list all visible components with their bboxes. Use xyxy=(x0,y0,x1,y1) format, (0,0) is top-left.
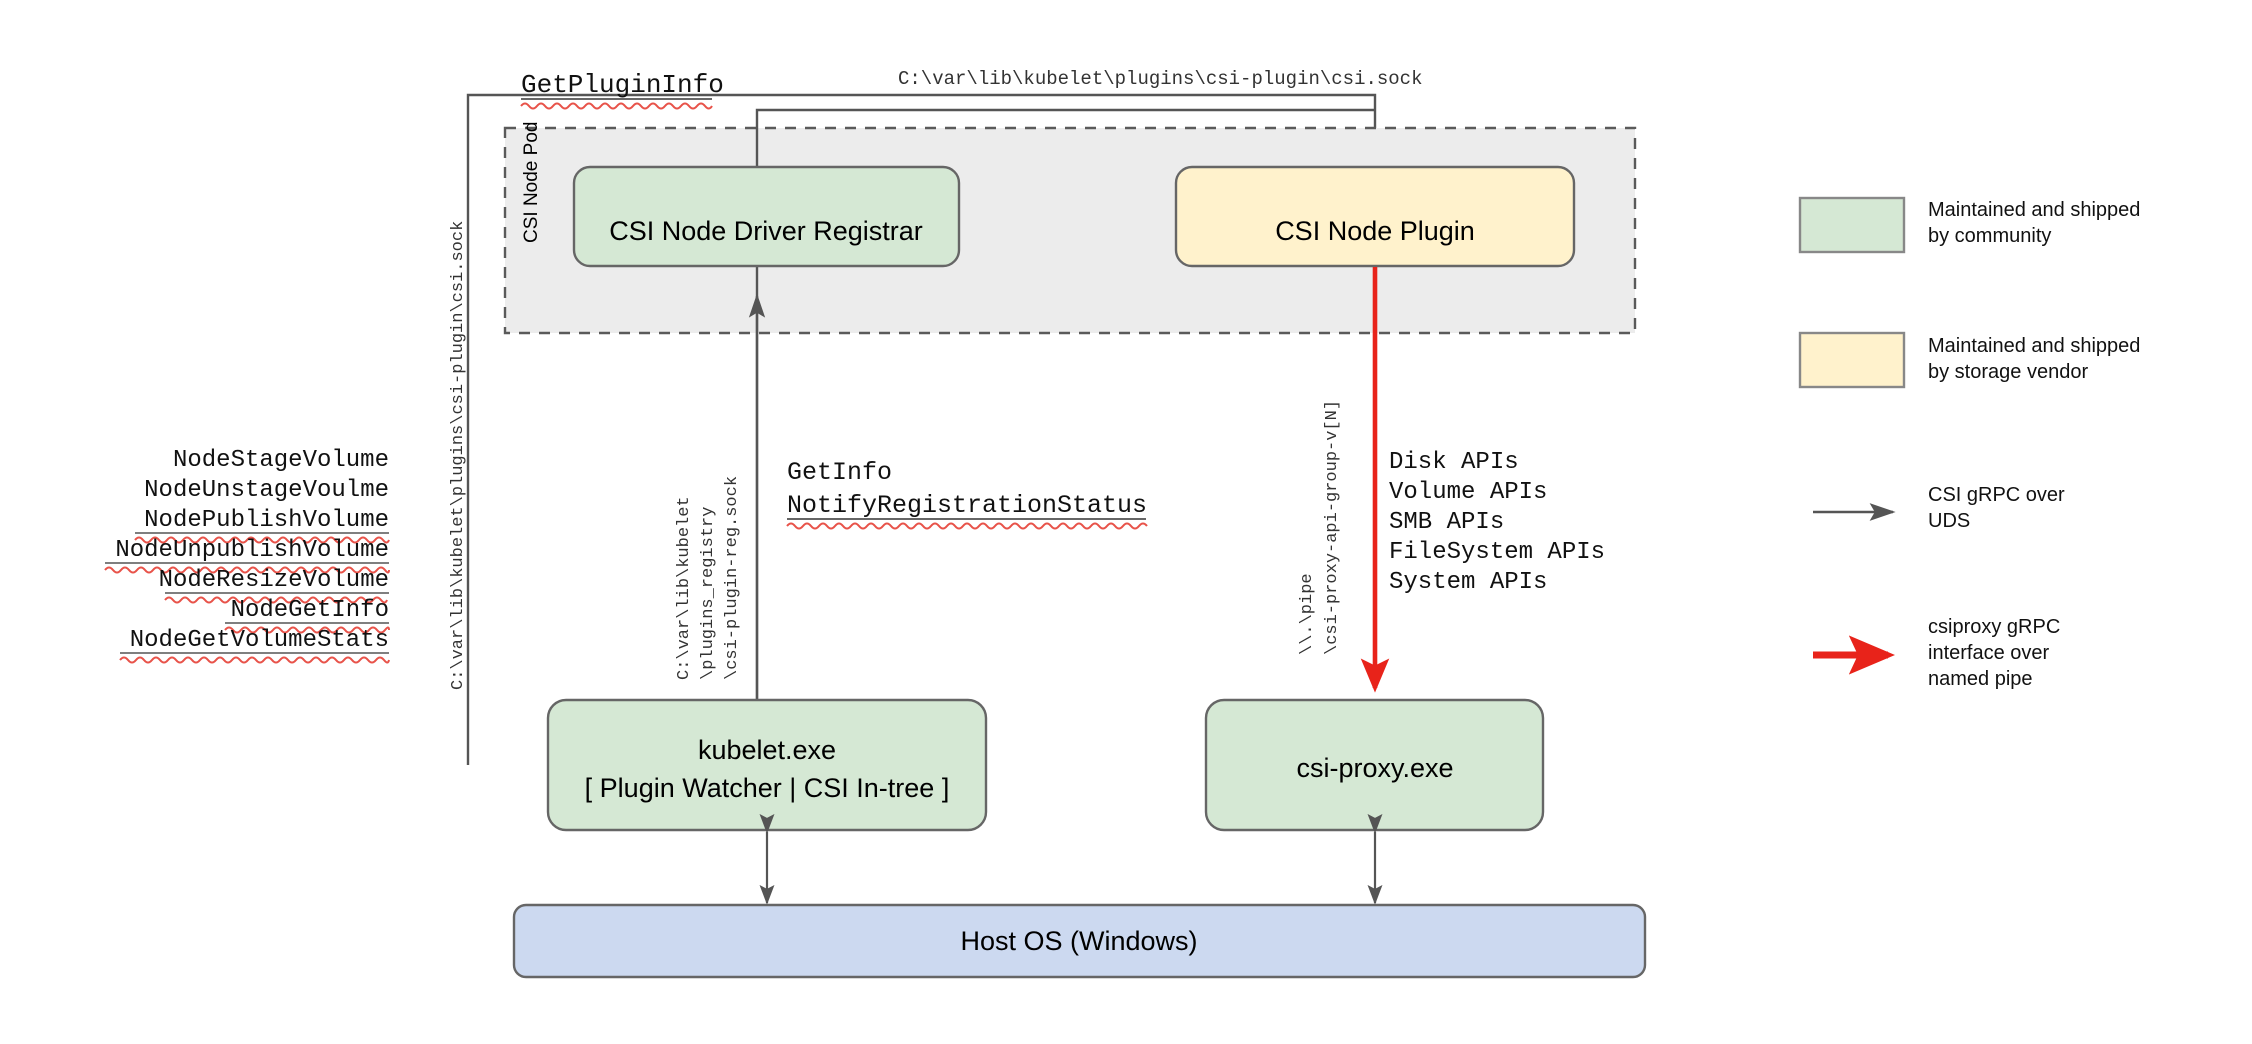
spellcheck-squiggle xyxy=(786,522,1148,530)
node-host-os[interactable]: Host OS (Windows) xyxy=(512,903,1647,979)
csi-proxy-label: csi-proxy.exe xyxy=(1296,753,1453,783)
legend-swatch-community xyxy=(1798,196,1906,254)
api-3: FileSystem APIs xyxy=(1389,539,1605,566)
legend-item-csi-grpc-uds: CSI gRPC over UDS xyxy=(1813,484,2065,532)
node-call-1: NodeUnstageVoulme xyxy=(144,477,389,504)
node-call-6: NodeGetVolumeStats xyxy=(130,627,389,654)
spellcheck-squiggle xyxy=(520,102,713,110)
label-getplugininfo: GetPluginInfo xyxy=(520,70,724,110)
legend-pipe-line-2: named pipe xyxy=(1928,668,2033,690)
legend-swatch-vendor xyxy=(1798,331,1906,389)
node-call-4: NodeResizeVolume xyxy=(159,567,389,594)
legend-vendor-line-1: by storage vendor xyxy=(1928,361,2088,383)
legend: Maintained and shipped by community Main… xyxy=(1798,196,2140,690)
legend-item-community: Maintained and shipped by community xyxy=(1798,196,2140,254)
node-call-2: NodePublishVolume xyxy=(144,507,389,534)
reg-sock-line-2: \csi-plugin-reg.sock xyxy=(723,476,742,680)
api-1: Volume APIs xyxy=(1389,479,1547,506)
csi-sock-path-top: C:\var\lib\kubelet\plugins\csi-plugin\cs… xyxy=(898,68,1423,90)
registrar-label: CSI Node Driver Registrar xyxy=(609,216,923,246)
node-plugin-box[interactable] xyxy=(1174,165,1576,268)
legend-item-csiproxy-namedpipe: csiproxy gRPC interface over named pipe xyxy=(1813,616,2060,690)
registration-call-0: GetInfo xyxy=(787,458,892,487)
legend-uds-line-0: CSI gRPC over xyxy=(1928,484,2065,506)
node-csi-node-plugin[interactable]: CSI Node Plugin xyxy=(1174,165,1576,268)
legend-community-line-0: Maintained and shipped xyxy=(1928,199,2140,221)
api-4: System APIs xyxy=(1389,569,1547,596)
edge-registration xyxy=(748,108,1375,765)
node-csi-proxy[interactable]: csi-proxy.exe xyxy=(1204,698,1545,832)
spellcheck-squiggle xyxy=(134,536,390,544)
reg-sock-line-1: \plugins_registry xyxy=(699,507,718,680)
node-call-5: NodeGetInfo xyxy=(231,597,389,624)
getplugininfo-text: GetPluginInfo xyxy=(521,70,724,100)
csi-sock-path-left: C:\var\lib\kubelet\plugins\csi-plugin\cs… xyxy=(449,221,468,690)
named-pipe-line-1: \csi-proxy-api-group-v[N] xyxy=(1323,400,1342,655)
registrar-box[interactable] xyxy=(572,165,961,268)
legend-pipe-line-0: csiproxy gRPC xyxy=(1928,616,2060,638)
host-os-box[interactable] xyxy=(512,903,1647,979)
reg-sock-line-0: C:\var\lib\kubelet xyxy=(675,496,694,680)
api-0: Disk APIs xyxy=(1389,449,1519,476)
node-call-3: NodeUnpublishVolume xyxy=(115,537,389,564)
host-os-label: Host OS (Windows) xyxy=(960,926,1197,956)
named-pipe-line-0: \\.\pipe xyxy=(1298,573,1317,655)
label-registration-calls: GetInfo NotifyRegistrationStatus xyxy=(786,458,1148,530)
csi-proxy-api-list: Disk APIs Volume APIs SMB APIs FileSyste… xyxy=(1389,449,1605,596)
spellcheck-squiggle xyxy=(224,626,390,634)
label-reg-sock-path: C:\var\lib\kubelet \plugins_registry \cs… xyxy=(675,476,742,680)
spellcheck-squiggle xyxy=(119,656,390,664)
pod-label: CSI Node Pod xyxy=(521,122,542,243)
legend-item-vendor: Maintained and shipped by storage vendor xyxy=(1798,331,2140,389)
node-kubelet[interactable]: kubelet.exe [ Plugin Watcher | CSI In-tr… xyxy=(546,698,988,832)
node-registrar[interactable]: CSI Node Driver Registrar xyxy=(572,165,961,268)
legend-community-line-1: by community xyxy=(1928,225,2051,247)
label-named-pipe-path: \\.\pipe \csi-proxy-api-group-v[N] xyxy=(1298,400,1342,655)
api-2: SMB APIs xyxy=(1389,509,1504,536)
node-plugin-label: CSI Node Plugin xyxy=(1275,216,1475,246)
legend-uds-line-1: UDS xyxy=(1928,510,1970,532)
spellcheck-squiggle xyxy=(164,596,388,604)
registration-call-1: NotifyRegistrationStatus xyxy=(787,491,1147,520)
legend-pipe-line-1: interface over xyxy=(1928,642,2050,664)
spellcheck-squiggle xyxy=(104,566,390,574)
kubelet-label-line1: kubelet.exe xyxy=(698,735,836,765)
node-call-0: NodeStageVolume xyxy=(173,447,389,474)
legend-vendor-line-0: Maintained and shipped xyxy=(1928,335,2140,357)
node-service-call-list: NodeStageVolume NodeUnstageVoulme NodePu… xyxy=(104,447,390,664)
kubelet-label-line2: [ Plugin Watcher | CSI In-tree ] xyxy=(585,773,950,803)
